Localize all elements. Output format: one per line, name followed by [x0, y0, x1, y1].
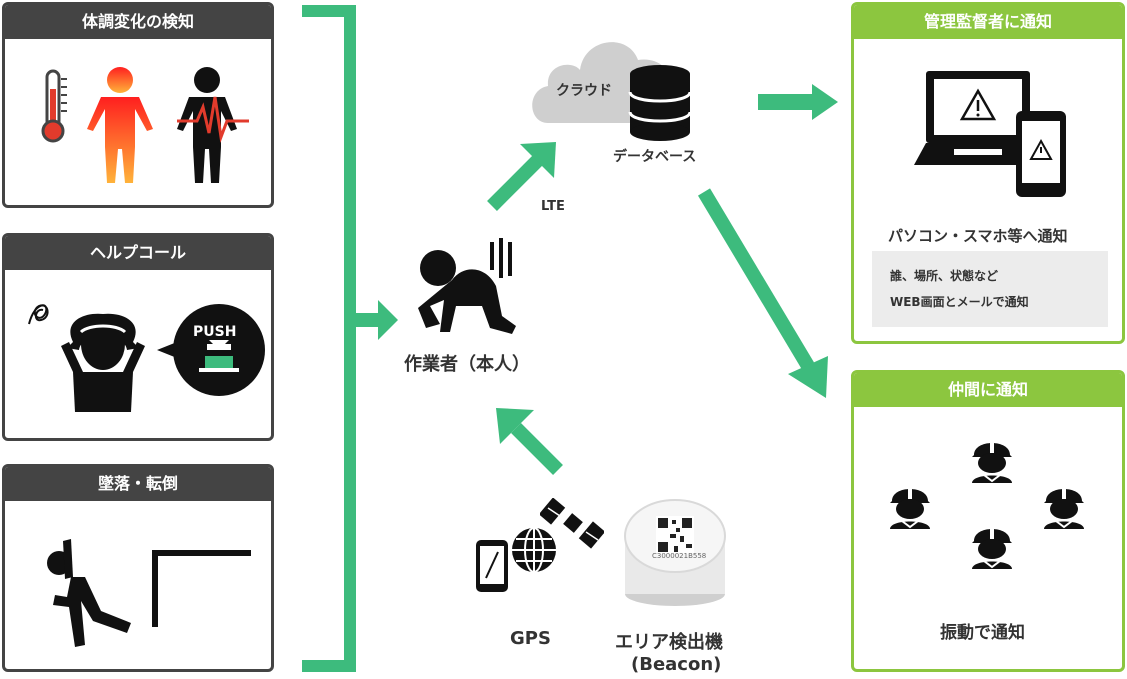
card-title: ヘルプコール [5, 236, 271, 270]
fever-person-icon [87, 67, 153, 183]
cloud-label: クラウド [556, 83, 612, 99]
collapsed-worker-icon [418, 238, 516, 334]
manager-note-line2: WEB画面とメールで通知 [890, 295, 1029, 309]
card-title: 体調変化の検知 [5, 5, 271, 39]
card-fall: 墜落・転倒 [2, 464, 274, 672]
arrow-gps-to-worker [496, 408, 563, 475]
laptop-warning-icon [914, 71, 1036, 165]
card-title: 管理監督者に通知 [854, 5, 1122, 39]
worker-label: 作業者（本人） [404, 354, 530, 375]
card-peer-notify: 仲間に通知 振動で通知 [851, 370, 1125, 672]
arrow-db-to-peers [697, 188, 828, 398]
ledge-edge-icon [152, 550, 251, 627]
manager-note-line1: 誰、場所、状態など [890, 269, 999, 283]
globe-icon [512, 527, 556, 573]
smartphone-icon [476, 540, 508, 592]
push-label: PUSH [193, 324, 237, 340]
gps-label: GPS [510, 628, 551, 649]
worried-person-icon [61, 313, 145, 412]
coworkers-icon [889, 438, 1085, 570]
beacon-label-sub: (Beacon) [631, 654, 722, 675]
heartbeat-person-icon [177, 67, 249, 183]
beacon-label: エリア検出機 [615, 632, 723, 653]
push-button-bubble [157, 304, 265, 396]
peers-caption: 振動で通知 [940, 623, 1025, 643]
falling-person-icon [47, 539, 131, 647]
panic-scribble-icon [28, 304, 49, 325]
arrow-cloud-to-manager [758, 84, 838, 120]
database-label: データベース [613, 149, 697, 165]
lte-label: LTE [541, 199, 565, 214]
manager-note-box [872, 251, 1108, 327]
satellite-icon [540, 498, 604, 549]
database-icon [628, 65, 692, 141]
beacon-device-icon [624, 499, 726, 606]
manager-caption: パソコン・スマホ等へ通知 [888, 227, 1068, 245]
card-help-call: ヘルプコール PUSH [2, 233, 274, 441]
bracket-connector [302, 5, 398, 672]
card-title: 仲間に通知 [854, 373, 1122, 407]
card-manager-notify: 管理監督者に通知 パソコン・スマホ等へ通知 誰、場所、状態など WEB画面とメー… [851, 2, 1125, 344]
phone-warning-icon [1016, 111, 1066, 197]
card-title: 墜落・転倒 [5, 467, 271, 501]
thermometer-icon [41, 69, 67, 143]
beacon-serial: C3000021B558 [652, 552, 707, 560]
card-health-change: 体調変化の検知 [2, 2, 274, 208]
arrow-worker-to-cloud [487, 142, 556, 211]
